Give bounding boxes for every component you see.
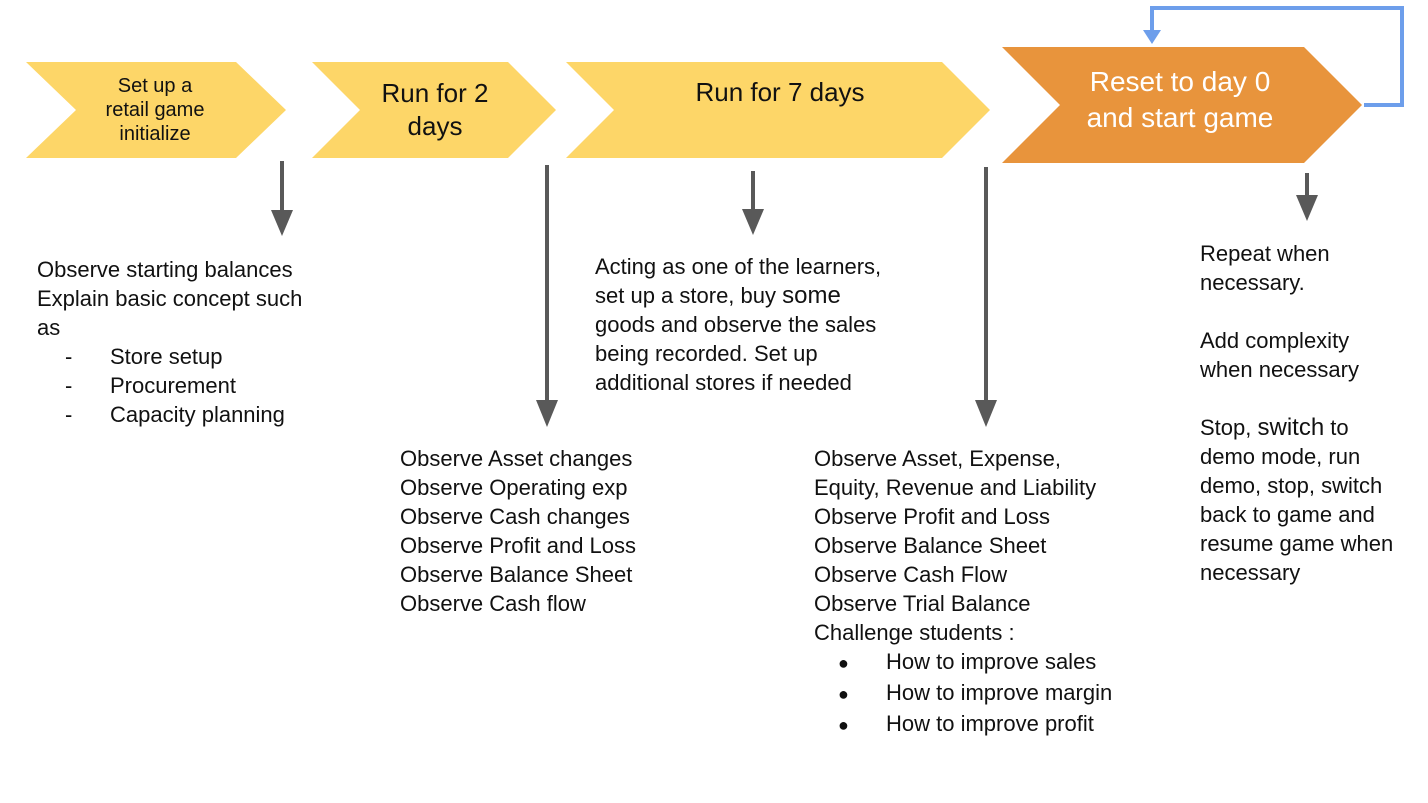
note-line: Observe Balance Sheet: [814, 533, 1047, 558]
note-line: Observe Operating exp: [400, 475, 628, 500]
note-line: when necessary: [1200, 357, 1359, 382]
stage-2-label-line: Run for 2: [381, 77, 489, 108]
note-text: Stop,: [1200, 415, 1258, 440]
stage-4-label: Reset to day 0 and start game: [1030, 52, 1330, 148]
stage-3-label-line: Run for 7 days: [695, 77, 865, 108]
dash-marker: -: [65, 402, 73, 427]
challenge-list-item-text: How to improve sales: [886, 649, 1097, 674]
note-text-large: some: [782, 282, 841, 309]
bullet-marker: ●: [838, 653, 849, 673]
learner-setup-note: Acting as one of the learners, set up a …: [595, 252, 881, 397]
note-text-large: switch: [1257, 414, 1325, 441]
down-arrow-3: [742, 171, 764, 235]
note-line: Observe Balance Sheet: [400, 562, 633, 587]
note-text: to: [1324, 415, 1349, 440]
challenge-list-item: ● How to improve profit: [814, 709, 1112, 740]
note-line: Stop, switch to: [1200, 413, 1393, 442]
down-arrow-4: [975, 167, 997, 427]
seven-day-observations-note: Observe Asset, Expense, Equity, Revenue …: [814, 444, 1112, 740]
note-line: Explain basic concept such: [37, 286, 303, 311]
note-line: Equity, Revenue and Liability: [814, 475, 1097, 500]
bullet-marker: ●: [838, 715, 849, 735]
down-arrow-5: [1296, 173, 1318, 221]
note-line: being recorded. Set up: [595, 341, 818, 366]
concept-list-item-text: Capacity planning: [110, 402, 285, 427]
loop-back-arrow: [1150, 6, 1404, 107]
note-line: additional stores if needed: [595, 370, 852, 395]
two-day-observations-note: Observe Asset changes Observe Operating …: [400, 444, 636, 618]
note-line: set up a store, buy some: [595, 281, 881, 310]
stage-2-label-line: days: [407, 111, 463, 141]
note-line: resume game when: [1200, 531, 1394, 556]
concept-list-item: - Capacity planning: [37, 400, 302, 429]
dash-marker: -: [65, 373, 73, 398]
note-line: Repeat when: [1200, 241, 1330, 266]
note-line: Observe Profit and Loss: [400, 533, 637, 558]
stage-1-label: Set up a retail game initialize: [60, 62, 250, 158]
note-line: Observe Profit and Loss: [814, 504, 1051, 529]
stage-3-chevron: [566, 62, 990, 158]
down-arrow-2: [536, 165, 558, 427]
note-line: demo, stop, switch: [1200, 473, 1383, 498]
stage-1-label-line: Set up a: [117, 75, 193, 97]
note-line: Observe Asset changes: [400, 446, 633, 471]
concept-list-item: - Procurement: [37, 371, 302, 400]
stage-1-label-line: retail game: [105, 99, 205, 121]
stage-2-chevron: [312, 62, 556, 158]
starting-balances-note: Observe starting balances Explain basic …: [37, 255, 302, 429]
repeat-instructions-note: Repeat when necessary. Add complexity wh…: [1200, 239, 1393, 587]
note-line: back to game and: [1200, 502, 1375, 527]
challenge-list-item: ● How to improve margin: [814, 678, 1112, 709]
stage-1-chevron: [26, 62, 286, 158]
note-line: necessary.: [1200, 270, 1305, 295]
note-line: Observe Trial Balance: [814, 591, 1031, 616]
note-line: Acting as one of the learners,: [595, 254, 882, 279]
note-line: Observe Cash flow: [400, 591, 586, 616]
bullet-marker: ●: [838, 684, 849, 704]
concept-list-item-text: Procurement: [110, 373, 236, 398]
note-line: Add complexity: [1200, 328, 1350, 353]
note-line: necessary: [1200, 560, 1301, 585]
loop-back-arrowhead: [1143, 30, 1161, 44]
note-line: as: [37, 315, 61, 340]
challenge-list-item-text: How to improve profit: [886, 711, 1094, 736]
challenge-list-item: ● How to improve sales: [814, 647, 1112, 678]
dash-marker: -: [65, 344, 73, 369]
note-line: Observe Asset, Expense,: [814, 446, 1062, 471]
stage-1-label-line: initialize: [119, 123, 191, 145]
note-line: Observe starting balances: [37, 257, 293, 282]
down-arrow-1: [271, 161, 293, 236]
concept-list-item-text: Store setup: [110, 344, 223, 369]
note-line: goods and observe the sales: [595, 312, 877, 337]
stage-4-chevron: [1002, 47, 1362, 163]
stage-3-label: Run for 7 days: [600, 62, 960, 124]
stage-4-label-line: and start game: [1086, 102, 1274, 133]
challenge-list-item-text: How to improve margin: [886, 680, 1113, 705]
note-line: Observe Cash Flow: [814, 562, 1008, 587]
note-line: demo mode, run: [1200, 444, 1361, 469]
note-line: Observe Cash changes: [400, 504, 630, 529]
stage-4-label-line: Reset to day 0: [1089, 65, 1271, 97]
note-line: Challenge students :: [814, 620, 1015, 645]
note-text: set up a store, buy: [595, 283, 783, 308]
concept-list-item: - Store setup: [37, 342, 302, 371]
stage-2-label: Run for 2 days: [340, 62, 530, 158]
